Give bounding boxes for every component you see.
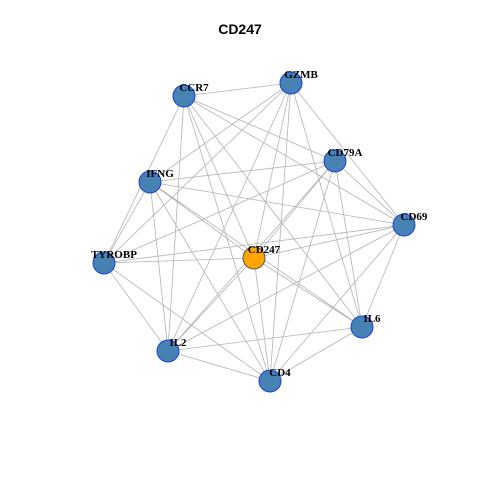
node-cd69[interactable] [392,213,416,237]
node-label-tyrobp: TYROBP [91,249,137,261]
node-label-gzmb: GZMB [284,69,318,81]
edge-ccr7-il6 [183,95,363,328]
edge-il6-cd4 [269,326,363,382]
edge-tyrobp-cd247 [103,257,255,264]
edge-ccr7-il2 [167,95,185,352]
edge-cd79a-tyrobp [103,160,336,264]
edge-gzmb-tyrobp [103,82,292,264]
edge-ifng-cd69 [149,181,405,226]
edge-gzmb-ifng [149,82,292,183]
edge-gzmb-il2 [167,82,292,352]
nodes-layer [92,71,416,393]
edge-tyrobp-cd4 [103,262,271,382]
node-label-il2: IL2 [169,337,187,349]
edge-ccr7-cd247 [183,95,255,259]
node-ifng[interactable] [138,170,162,194]
edge-cd79a-cd4 [269,160,336,382]
edge-ifng-tyrobp [103,181,151,264]
node-gzmb[interactable] [279,71,303,95]
edge-cd79a-cd69 [334,160,405,226]
node-il6[interactable] [350,315,374,339]
edge-gzmb-cd69 [290,82,405,226]
node-label-cd4: CD4 [269,367,291,379]
edge-cd79a-ifng [149,160,336,183]
node-label-cd69: CD69 [401,211,428,223]
node-ccr7[interactable] [172,84,196,108]
node-il2[interactable] [156,339,180,363]
node-label-ifng: IFNG [146,168,174,180]
node-label-cd79a: CD79A [328,147,363,159]
edge-cd79a-cd247 [253,160,336,259]
node-cd247[interactable] [242,246,266,270]
edge-ifng-il2 [149,181,169,352]
edge-cd247-il2 [167,257,255,352]
edge-gzmb-il6 [290,82,363,328]
edge-ccr7-cd79a [183,95,336,162]
edge-gzmb-cd4 [269,82,292,382]
edge-cd69-tyrobp [103,224,405,264]
edge-ccr7-gzmb [183,82,292,97]
node-tyrobp[interactable] [92,251,116,275]
edge-ccr7-cd69 [183,95,405,226]
node-cd79a[interactable] [323,149,347,173]
node-cd4[interactable] [258,369,282,393]
edge-il2-cd4 [167,350,271,382]
edge-cd79a-il6 [334,160,363,328]
node-label-ccr7: CCR7 [179,82,209,94]
chart-title: CD247 [218,21,262,37]
edge-cd69-il6 [361,224,405,328]
edge-cd69-cd247 [253,224,405,259]
edge-ifng-cd4 [149,181,271,382]
edge-gzmb-cd247 [253,82,292,259]
node-label-cd247: CD247 [248,244,281,256]
edge-ifng-cd247 [149,181,255,259]
edge-tyrobp-il2 [103,262,169,352]
edge-cd247-cd4 [253,257,271,382]
edge-cd247-il6 [253,257,363,328]
edge-cd69-il2 [167,224,405,352]
node-label-il6: IL6 [363,313,381,325]
edge-il6-il2 [167,326,363,352]
edge-cd69-cd4 [269,224,405,382]
